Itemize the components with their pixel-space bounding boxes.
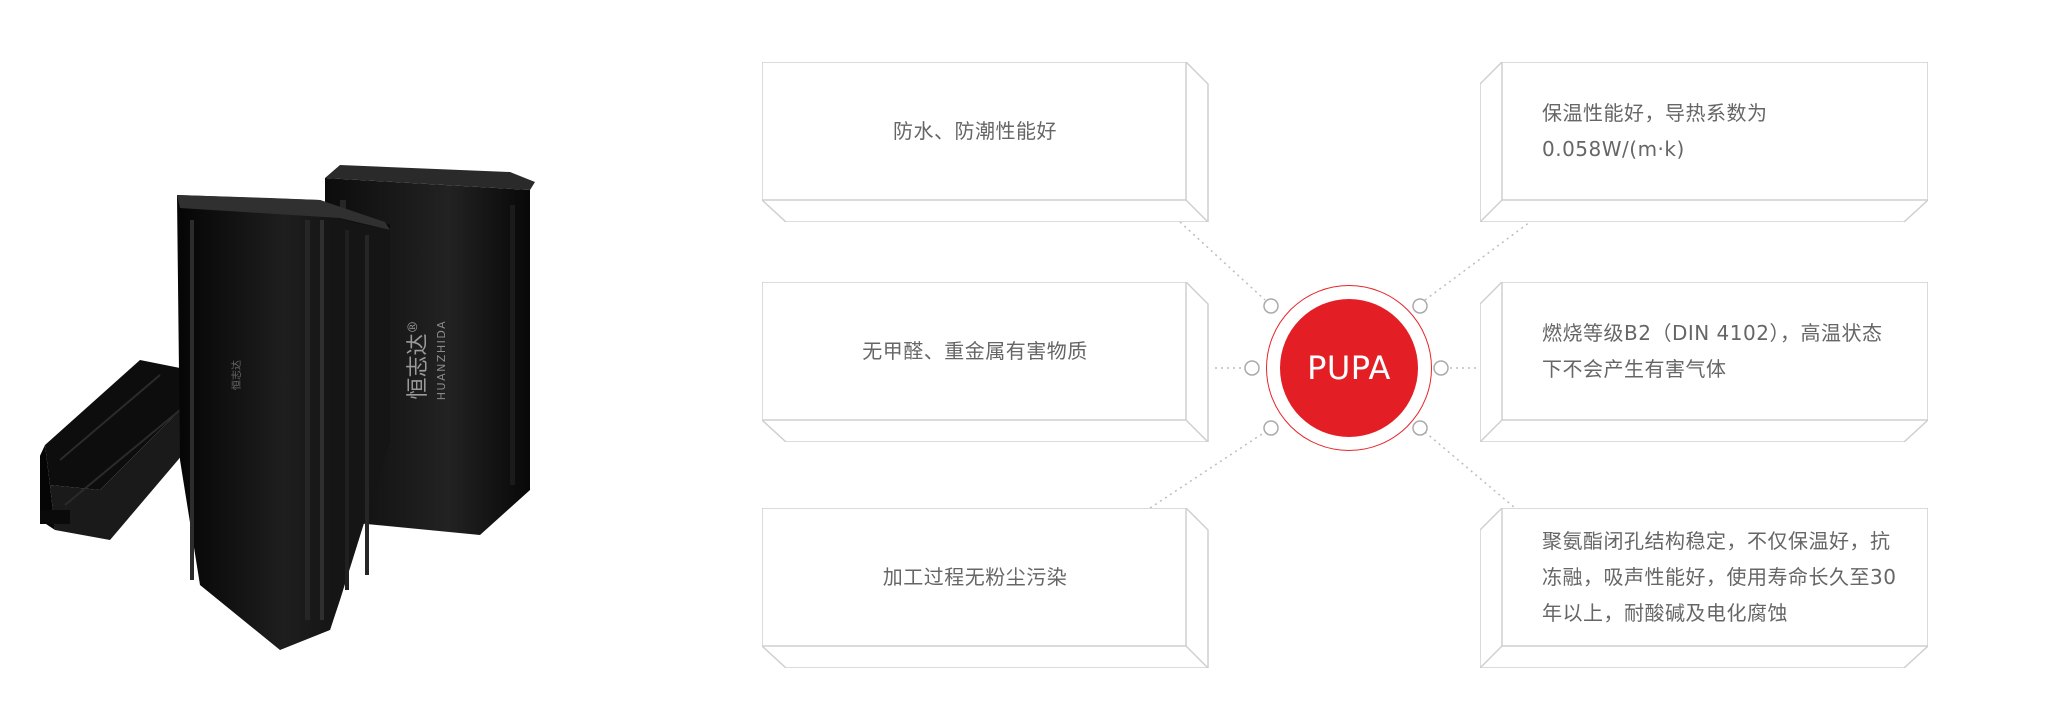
feature-text: 燃烧等级B2（DIN 4102），高温状态下不会产生有害气体	[1542, 321, 1883, 381]
connector-dot	[1433, 360, 1449, 376]
connector-dot	[1244, 360, 1260, 376]
feature-box-left-3: 加工过程无粉尘污染	[762, 508, 1210, 668]
box-frame	[762, 508, 1209, 668]
svg-text:恒志达®: 恒志达®	[406, 320, 431, 399]
connector-dot	[1412, 298, 1428, 314]
feature-text: 聚氨酯闭孔结构稳定，不仅保温好，抗冻融，吸声性能好，使用寿命长久至30年以上，耐…	[1542, 529, 1897, 625]
brand-en: HUANZHIDA	[435, 320, 448, 400]
feature-text: 加工过程无粉尘污染	[882, 565, 1068, 589]
brand-label: 恒志达® HUANZHIDA	[406, 320, 448, 400]
hub-label: PUPA	[1280, 299, 1418, 437]
box-frame	[762, 62, 1209, 222]
box-frame	[1480, 508, 1928, 668]
brand-cn: 恒志达	[406, 333, 431, 399]
brand-label-small: 恒志达	[230, 360, 243, 390]
feature-text: 防水、防潮性能好	[893, 119, 1057, 143]
box-frame	[1480, 62, 1928, 222]
profile-front	[177, 195, 390, 650]
feature-box-right-2: 燃烧等级B2（DIN 4102），高温状态下不会产生有害气体	[1480, 282, 1928, 442]
connector-dot	[1263, 298, 1279, 314]
hub-circle: PUPA	[1266, 285, 1432, 451]
profile-short	[40, 360, 195, 540]
svg-text:恒志达: 恒志达	[230, 360, 243, 390]
brand-mark: ®	[406, 320, 421, 333]
connector-dot	[1263, 420, 1279, 436]
box-frame	[762, 282, 1209, 442]
connector-dot	[1412, 420, 1428, 436]
feature-box-left-1: 防水、防潮性能好	[762, 62, 1210, 222]
feature-box-right-3: 聚氨酯闭孔结构稳定，不仅保温好，抗冻融，吸声性能好，使用寿命长久至30年以上，耐…	[1480, 508, 1928, 668]
feature-box-right-1: 保温性能好，导热系数为0.058W/(m·k)	[1480, 62, 1928, 222]
product-profile-image: 恒志达® HUANZHIDA 恒志达	[40, 165, 535, 650]
feature-text: 无甲醛、重金属有害物质	[862, 339, 1088, 363]
feature-box-left-2: 无甲醛、重金属有害物质	[762, 282, 1210, 442]
feature-text: 保温性能好，导热系数为0.058W/(m·k)	[1542, 101, 1768, 161]
box-frame	[1480, 282, 1928, 442]
